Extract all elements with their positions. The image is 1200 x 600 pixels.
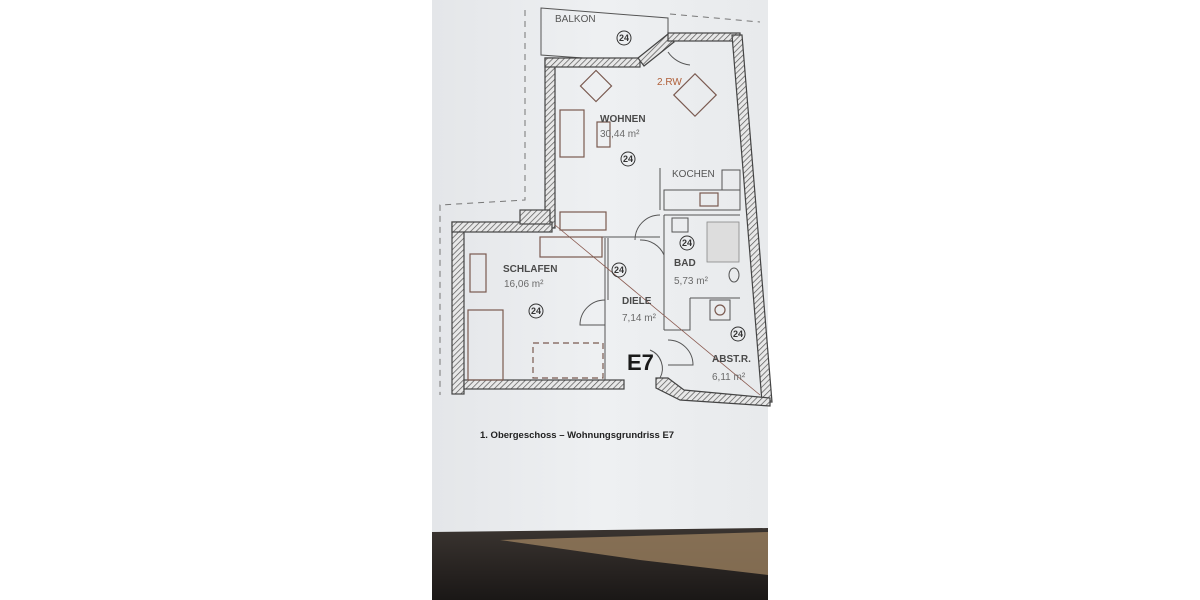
floor-code-circle: 24 bbox=[620, 151, 636, 167]
storage-area: 6,11 m² bbox=[712, 372, 746, 383]
bath-area: 5,73 m² bbox=[674, 276, 709, 287]
floor-code-circle: 24 bbox=[611, 262, 627, 278]
paper-sheet bbox=[432, 0, 768, 532]
table-wood-edge bbox=[500, 532, 768, 575]
floor-code-markers: 24 24 24 24 24 24 bbox=[528, 30, 746, 342]
storage-label: ABST.R. bbox=[712, 354, 751, 365]
floor-code-circle: 24 bbox=[730, 326, 746, 342]
svg-text:24: 24 bbox=[614, 265, 624, 275]
living-label: WOHNEN bbox=[600, 114, 646, 125]
svg-text:24: 24 bbox=[619, 33, 629, 43]
door-swings bbox=[579, 51, 694, 379]
svg-text:24: 24 bbox=[531, 306, 541, 316]
bath-label: BAD bbox=[674, 258, 696, 269]
svg-text:24: 24 bbox=[623, 154, 633, 164]
hall-label: DIELE bbox=[622, 296, 652, 307]
plan-caption: 1. Obergeschoss – Wohnungsgrundriss E7 bbox=[480, 430, 674, 441]
living-area: 30,44 m² bbox=[600, 129, 640, 140]
bedroom-area: 16,06 m² bbox=[504, 279, 544, 290]
svg-text:24: 24 bbox=[733, 329, 743, 339]
bedroom-label: SCHLAFEN bbox=[503, 264, 557, 275]
furniture bbox=[467, 69, 741, 381]
window-note: 2.RW bbox=[657, 77, 682, 88]
floor-code-circle: 24 bbox=[528, 303, 544, 319]
floor-code-circle: 24 bbox=[679, 235, 695, 251]
balcony-label: BALKON bbox=[555, 14, 596, 25]
hall-area: 7,14 m² bbox=[622, 313, 657, 324]
svg-text:24: 24 bbox=[682, 238, 692, 248]
property-lines bbox=[439, 10, 761, 395]
kitchen-label: KOCHEN bbox=[672, 169, 715, 180]
unit-id: E7 bbox=[627, 350, 654, 375]
walls bbox=[451, 32, 773, 407]
floor-code-circle: 24 bbox=[616, 30, 632, 46]
